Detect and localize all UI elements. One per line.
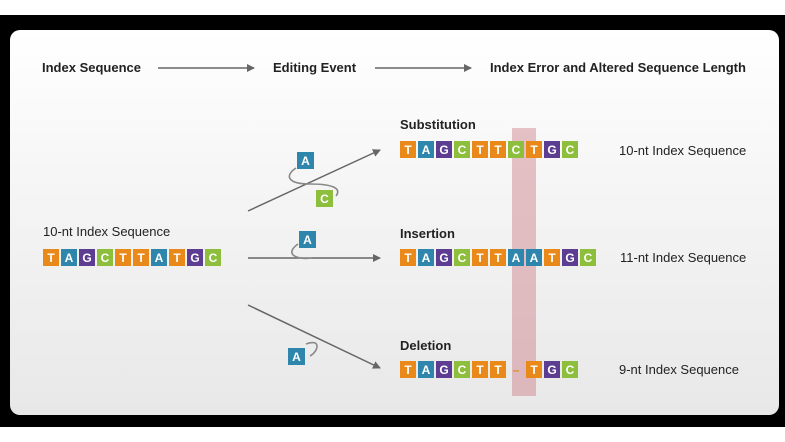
base-T: T (490, 249, 506, 266)
deletion-title: Deletion (400, 338, 452, 353)
base-G: G (562, 249, 578, 266)
base-G: G (436, 141, 452, 158)
base-C: C (508, 141, 524, 158)
base-T: T (400, 141, 416, 158)
substitution-removed-nt: A (297, 152, 314, 169)
base-C: C (580, 249, 596, 266)
diagram-panel (10, 30, 779, 415)
header-editing-event: Editing Event (273, 60, 357, 75)
base-G: G (79, 249, 95, 266)
base-C: C (97, 249, 113, 266)
base-A: A (526, 249, 542, 266)
base-G: G (544, 141, 560, 158)
base-G: G (187, 249, 203, 266)
deletion-length-label: 9-nt Index Sequence (619, 362, 739, 377)
base-T: T (526, 361, 542, 378)
base-T: T (490, 141, 506, 158)
header-outcome: Index Error and Altered Sequence Length (490, 60, 746, 75)
insertion-title: Insertion (400, 226, 455, 241)
deletion-curve (305, 341, 318, 357)
insertion-inserted-nt: A (299, 231, 316, 248)
base-T: T (169, 249, 185, 266)
base-A: A (418, 249, 434, 266)
base-T: T (526, 141, 542, 158)
base-C: C (205, 249, 221, 266)
gap-block: – (512, 362, 520, 377)
base-G: G (436, 249, 452, 266)
substitution-swap-curve (288, 167, 339, 197)
base-T: T (400, 361, 416, 378)
substitution-length-label: 10-nt Index Sequence (619, 143, 747, 158)
insertion-curve (291, 243, 313, 260)
base-T: T (472, 361, 488, 378)
substitution-arrow (247, 149, 381, 212)
substitution-inserted-nt: C (316, 190, 333, 207)
base-A: A (151, 249, 167, 266)
base-T: T (43, 249, 59, 266)
deletion-removed-nt: A (288, 348, 305, 365)
base-C: C (562, 141, 578, 158)
base-T: T (490, 361, 506, 378)
base-T: T (400, 249, 416, 266)
original-length-label: 10-nt Index Sequence (43, 224, 171, 239)
base-C: C (454, 361, 470, 378)
base-T: T (115, 249, 131, 266)
base-A: A (508, 249, 524, 266)
base-C: C (562, 361, 578, 378)
substitution-title: Substitution (400, 117, 476, 132)
base-G: G (436, 361, 452, 378)
base-G: G (544, 361, 560, 378)
base-A: A (61, 249, 77, 266)
base-T: T (544, 249, 560, 266)
base-T: T (133, 249, 149, 266)
base-T: T (472, 141, 488, 158)
deletion-arrow (247, 304, 381, 369)
base-C: C (454, 141, 470, 158)
base-T: T (472, 249, 488, 266)
base-A: A (418, 361, 434, 378)
base-A: A (418, 141, 434, 158)
header-index-sequence: Index Sequence (42, 60, 141, 75)
base-C: C (454, 249, 470, 266)
insertion-length-label: 11-nt Index Sequence (620, 250, 747, 265)
